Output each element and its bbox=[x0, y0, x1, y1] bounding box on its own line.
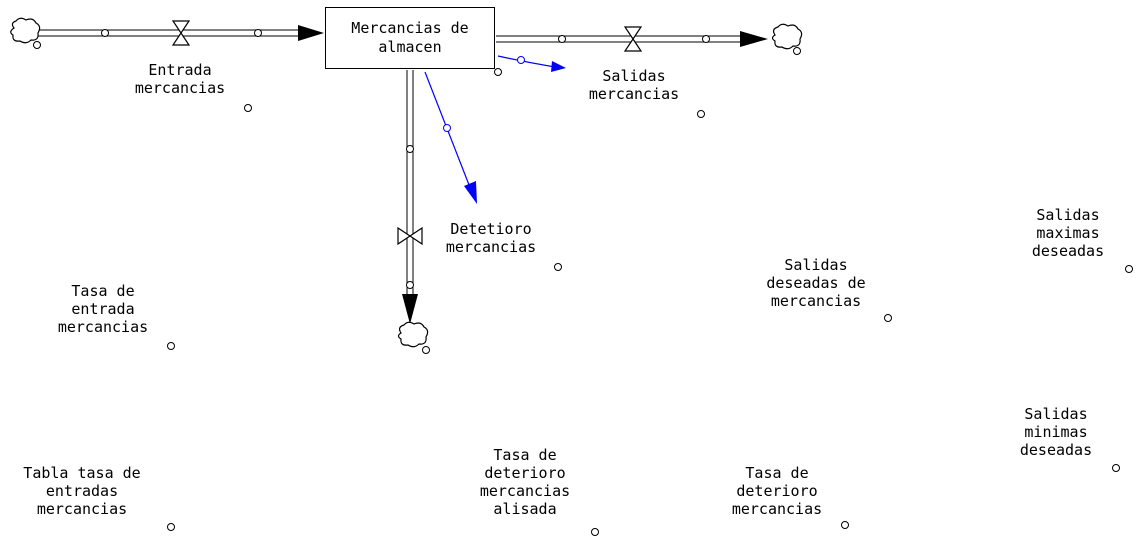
salidas-minimas-marker bbox=[1112, 464, 1120, 472]
deterioro-marker bbox=[554, 263, 562, 271]
sink-cloud-icon bbox=[771, 23, 803, 55]
source-cloud-icon bbox=[10, 17, 41, 49]
deterioro-flow-label[interactable]: Detetioro mercancias bbox=[445, 220, 537, 256]
deterioro-arrowhead bbox=[402, 294, 418, 324]
stock-mercancias-almacen[interactable]: Mercancias de almacen bbox=[325, 7, 495, 69]
tasa-deterioro-marker bbox=[841, 521, 849, 529]
connector-dot bbox=[101, 29, 109, 37]
salidas-deseadas-marker bbox=[884, 314, 892, 322]
entrada-arrowhead bbox=[298, 25, 324, 41]
salidas-flow-label[interactable]: Salidas mercancias bbox=[588, 67, 680, 103]
link-stock-to-salidas[interactable] bbox=[494, 55, 567, 76]
entrada-valve-icon[interactable] bbox=[171, 20, 191, 46]
salidas-arrowhead bbox=[740, 31, 768, 47]
salidas-minimas-label[interactable]: Salidas minimas deseadas bbox=[1019, 405, 1093, 459]
salidas-marker bbox=[697, 110, 705, 118]
salidas-maximas-marker bbox=[1125, 265, 1133, 273]
connector-dot bbox=[406, 145, 414, 153]
deterioro-sink-cloud-icon bbox=[397, 321, 430, 354]
entrada-marker bbox=[244, 104, 252, 112]
tabla-tasa-marker bbox=[167, 523, 175, 531]
tasa-deterioro-alisada-marker bbox=[591, 528, 599, 536]
entrada-flow-label[interactable]: Entrada mercancias bbox=[134, 61, 226, 97]
tabla-tasa-label[interactable]: Tabla tasa de entradas mercancias bbox=[23, 464, 141, 518]
connector-dot bbox=[558, 35, 566, 43]
tasa-deterioro-label[interactable]: Tasa de deterioro mercancias bbox=[731, 464, 823, 518]
salidas-valve-icon[interactable] bbox=[623, 26, 643, 52]
deterioro-flow-pipe[interactable] bbox=[402, 70, 418, 324]
tasa-entrada-marker bbox=[167, 342, 175, 350]
connector-dot bbox=[254, 29, 262, 37]
salidas-deseadas-label[interactable]: Salidas deseadas de mercancias bbox=[766, 256, 866, 310]
connector-dot bbox=[406, 281, 414, 289]
tasa-entrada-label[interactable]: Tasa de entrada mercancias bbox=[57, 282, 149, 336]
deterioro-valve-icon[interactable] bbox=[397, 226, 423, 246]
connector-dot bbox=[702, 35, 710, 43]
tasa-deterioro-alisada-label[interactable]: Tasa de deterioro mercancias alisada bbox=[479, 446, 571, 518]
salidas-maximas-label[interactable]: Salidas maximas deseadas bbox=[1031, 206, 1105, 260]
link-stock-to-deterioro[interactable] bbox=[424, 71, 477, 204]
